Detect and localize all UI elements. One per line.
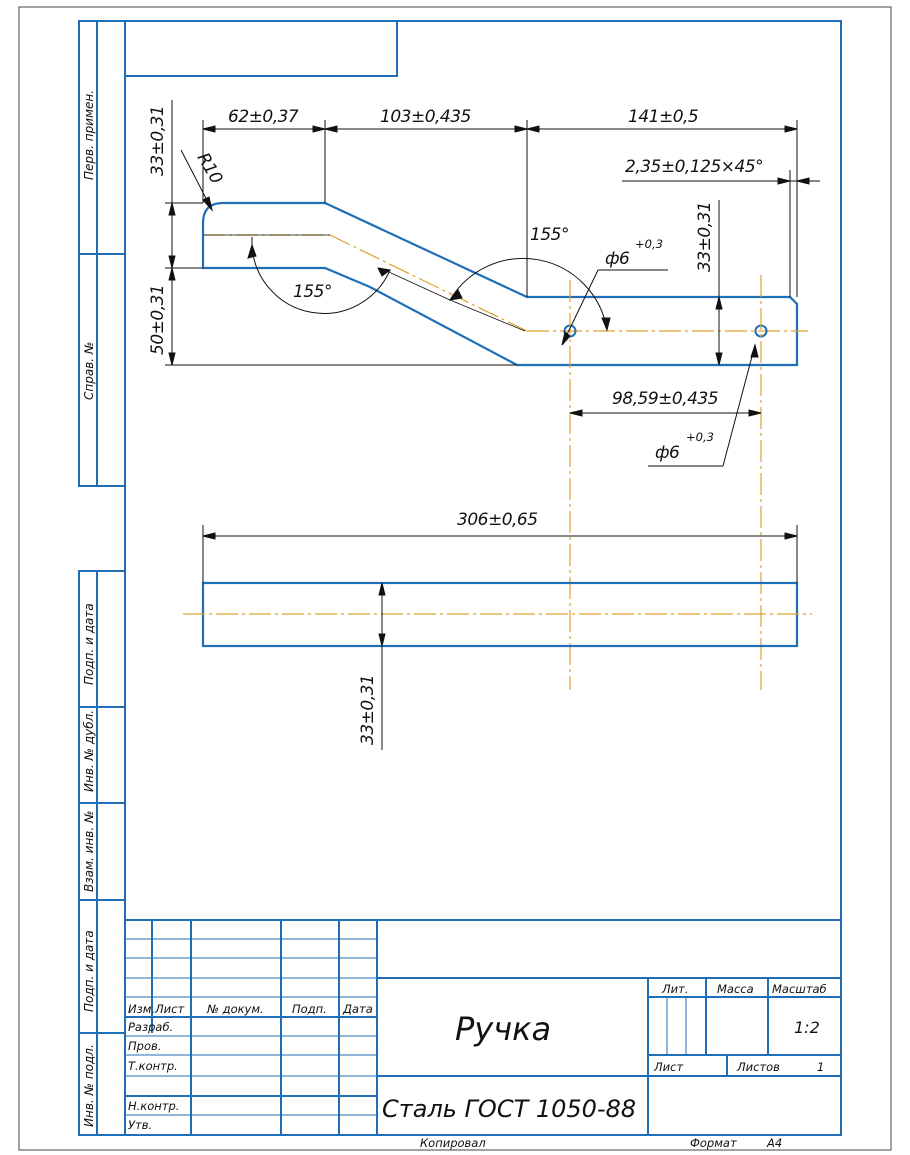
dim-hole-dia-1: ф6 [605, 249, 630, 269]
tb-part-name: Ручка [455, 1010, 551, 1048]
side-strip [78, 20, 126, 1136]
dim-306: 306±0,65 [457, 510, 538, 530]
tb-scale-value: 1:2 [794, 1018, 820, 1037]
tb-col-data: Дата [342, 1002, 373, 1016]
dim-hole-dia-2: ф6 [655, 443, 680, 463]
side-label-inv-dubl: Инв. № дубл. [82, 710, 96, 792]
side-label-podp-data-1: Подп. и дата [82, 603, 96, 685]
side-label-podp-data-2: Подп. и дата [82, 930, 96, 1012]
tb-row-prov: Пров. [128, 1039, 161, 1053]
side-label-inv-podl: Инв. № подл. [82, 1044, 96, 1127]
tb-col-izm: Изм. [128, 1002, 155, 1016]
tb-material: Сталь ГОСТ 1050-88 [382, 1095, 636, 1123]
tb-row-tkontr: Т.контр. [128, 1059, 178, 1073]
tb-lit-label: Лит. [661, 982, 688, 996]
footer-kopiroval: Копировал [420, 1136, 486, 1150]
side-label-perv-primen: Перв. примен. [82, 90, 96, 180]
dim-angle-left: 155° [293, 282, 332, 302]
dim-angle-right: 155° [530, 225, 569, 245]
dim-98: 98,59±0,435 [612, 389, 718, 409]
tb-masshtab-label: Масштаб [772, 982, 827, 996]
dim-62: 62±0,37 [228, 107, 299, 127]
dim-hole-tol-2: +0,3 [686, 430, 714, 444]
tb-list-label: Лист [653, 1060, 683, 1074]
dim-chamfer: 2,35±0,125×45° [625, 157, 763, 177]
dim-103: 103±0,435 [380, 107, 471, 127]
dim-33-left: 33±0,31 [148, 106, 168, 176]
footer-format-label: Формат [690, 1136, 737, 1150]
tb-col-dokum: № докум. [206, 1002, 264, 1016]
dim-hole-tol-1: +0,3 [635, 237, 663, 251]
tb-massa-label: Масса [717, 982, 754, 996]
dim-50: 50±0,31 [148, 285, 168, 355]
title-block-thin-lines [125, 938, 687, 1116]
dim-33-right: 33±0,31 [695, 202, 715, 272]
tb-col-podp: Подп. [292, 1002, 327, 1016]
tb-listov-label: Листов [736, 1060, 780, 1074]
tb-listov-value: 1 [817, 1060, 824, 1074]
side-label-sprav-no: Справ. № [82, 342, 96, 400]
footer-format-value: A4 [766, 1136, 782, 1150]
tb-col-list: Лист [154, 1002, 184, 1016]
top-view-dimension-lines [202, 525, 798, 750]
dim-141: 141±0,5 [628, 107, 698, 127]
outer-border [18, 6, 892, 1151]
title-block-grid [125, 919, 841, 1135]
side-label-vzam-inv: Взам. инв. № [82, 811, 96, 892]
tb-row-nkontr: Н.контр. [128, 1099, 179, 1113]
tb-row-utv: Утв. [128, 1118, 152, 1132]
inner-frame [124, 20, 842, 1136]
front-view-center-lines [203, 234, 808, 332]
dim-33-bottom: 33±0,31 [358, 675, 378, 745]
hole-axis-lines [569, 275, 762, 690]
tb-row-razrab: Разраб. [128, 1020, 173, 1034]
top-left-stamp [124, 20, 398, 77]
part-front-view-outline [201, 201, 799, 367]
front-view-dimension-lines [165, 100, 820, 467]
